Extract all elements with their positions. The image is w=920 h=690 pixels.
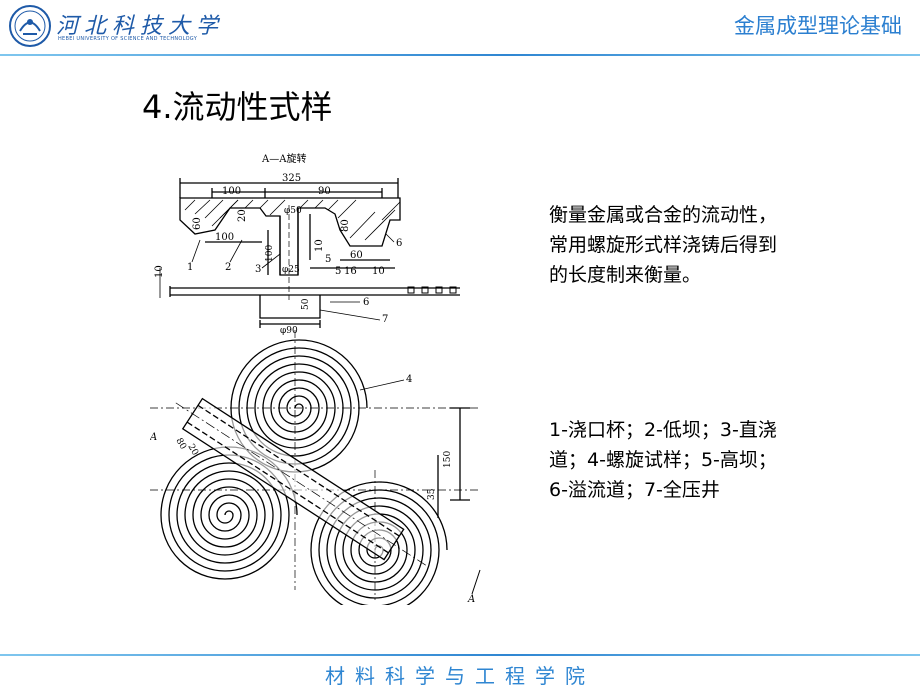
parts-legend: 1-浇口杯；2-低坝；3-直浇道；4-螺旋试样；5-高坝；6-溢流道；7-全压井 bbox=[549, 419, 777, 501]
dim-left-width: 100 bbox=[222, 186, 241, 197]
dim-spiral-offset: 150 bbox=[443, 451, 453, 468]
dim-cup-bottom: 100 bbox=[215, 232, 234, 243]
callout-6b: 6 bbox=[363, 297, 369, 308]
university-name: 河北科技大学 bbox=[56, 14, 225, 39]
dim-angle-80: 80 bbox=[173, 437, 188, 452]
description-text: 衡量金属或合金的流动性，常用螺旋形式样浇铸后得到的长度制来衡量。 bbox=[549, 204, 778, 286]
section-label: A—A旋转 bbox=[261, 152, 306, 165]
spiral-top bbox=[230, 339, 368, 473]
callout-1: 1 bbox=[187, 262, 193, 273]
callout-7: 7 bbox=[382, 314, 388, 325]
dim-left-10: 10 bbox=[154, 265, 165, 278]
dim-spiral-gap: 35 bbox=[427, 488, 437, 500]
dim-sprue-height: 100 bbox=[265, 245, 275, 262]
callout-5: 5 bbox=[335, 266, 341, 277]
school-name: 材料科学与工程学院 bbox=[325, 664, 595, 688]
callout-4: 4 bbox=[406, 374, 412, 385]
university-name-en: HEBEI UNIVERSITY OF SCIENCE AND TECHNOLO… bbox=[58, 36, 198, 42]
dim-60: 60 bbox=[350, 250, 363, 261]
callout-2: 2 bbox=[225, 262, 231, 273]
footer-divider bbox=[0, 654, 920, 656]
dim-10: 10 bbox=[372, 266, 385, 277]
dim-sprue-bot-dia: φ25 bbox=[282, 265, 300, 275]
dim-well-dia: φ90 bbox=[280, 326, 298, 336]
callout-6: 6 bbox=[396, 238, 402, 249]
dim-5: 5 bbox=[325, 254, 331, 265]
dim-16: 16 bbox=[344, 266, 357, 277]
section-axis-a-bottom: A bbox=[467, 594, 475, 605]
section-axis-a-top: A bbox=[150, 432, 157, 443]
dim-total-width: 325 bbox=[282, 173, 301, 184]
spiral-fluidity-test-diagram: A—A旋转 325 100 90 φ50 φ25 60 20 100 bbox=[150, 152, 481, 605]
university-emblem-icon bbox=[9, 5, 51, 47]
dim-right-depth: 80 bbox=[340, 219, 351, 232]
dim-sprue-top-dia: φ50 bbox=[284, 206, 302, 216]
dim-right-width: 90 bbox=[318, 186, 331, 197]
dim-well-depth: 50 bbox=[301, 298, 311, 310]
header-divider bbox=[0, 54, 920, 56]
dim-left-depth: 60 bbox=[192, 217, 203, 230]
spiral-bottom-left bbox=[160, 446, 298, 580]
course-title: 金属成型理论基础 bbox=[734, 14, 902, 38]
dim-channel-depth: 10 bbox=[314, 239, 325, 252]
slide-header: 河北科技大学 HEBEI UNIVERSITY OF SCIENCE AND T… bbox=[0, 0, 920, 54]
callout-3: 3 bbox=[255, 264, 261, 275]
slide-title: 4.流动性式样 bbox=[142, 88, 333, 126]
dim-dam-height: 20 bbox=[237, 209, 248, 222]
